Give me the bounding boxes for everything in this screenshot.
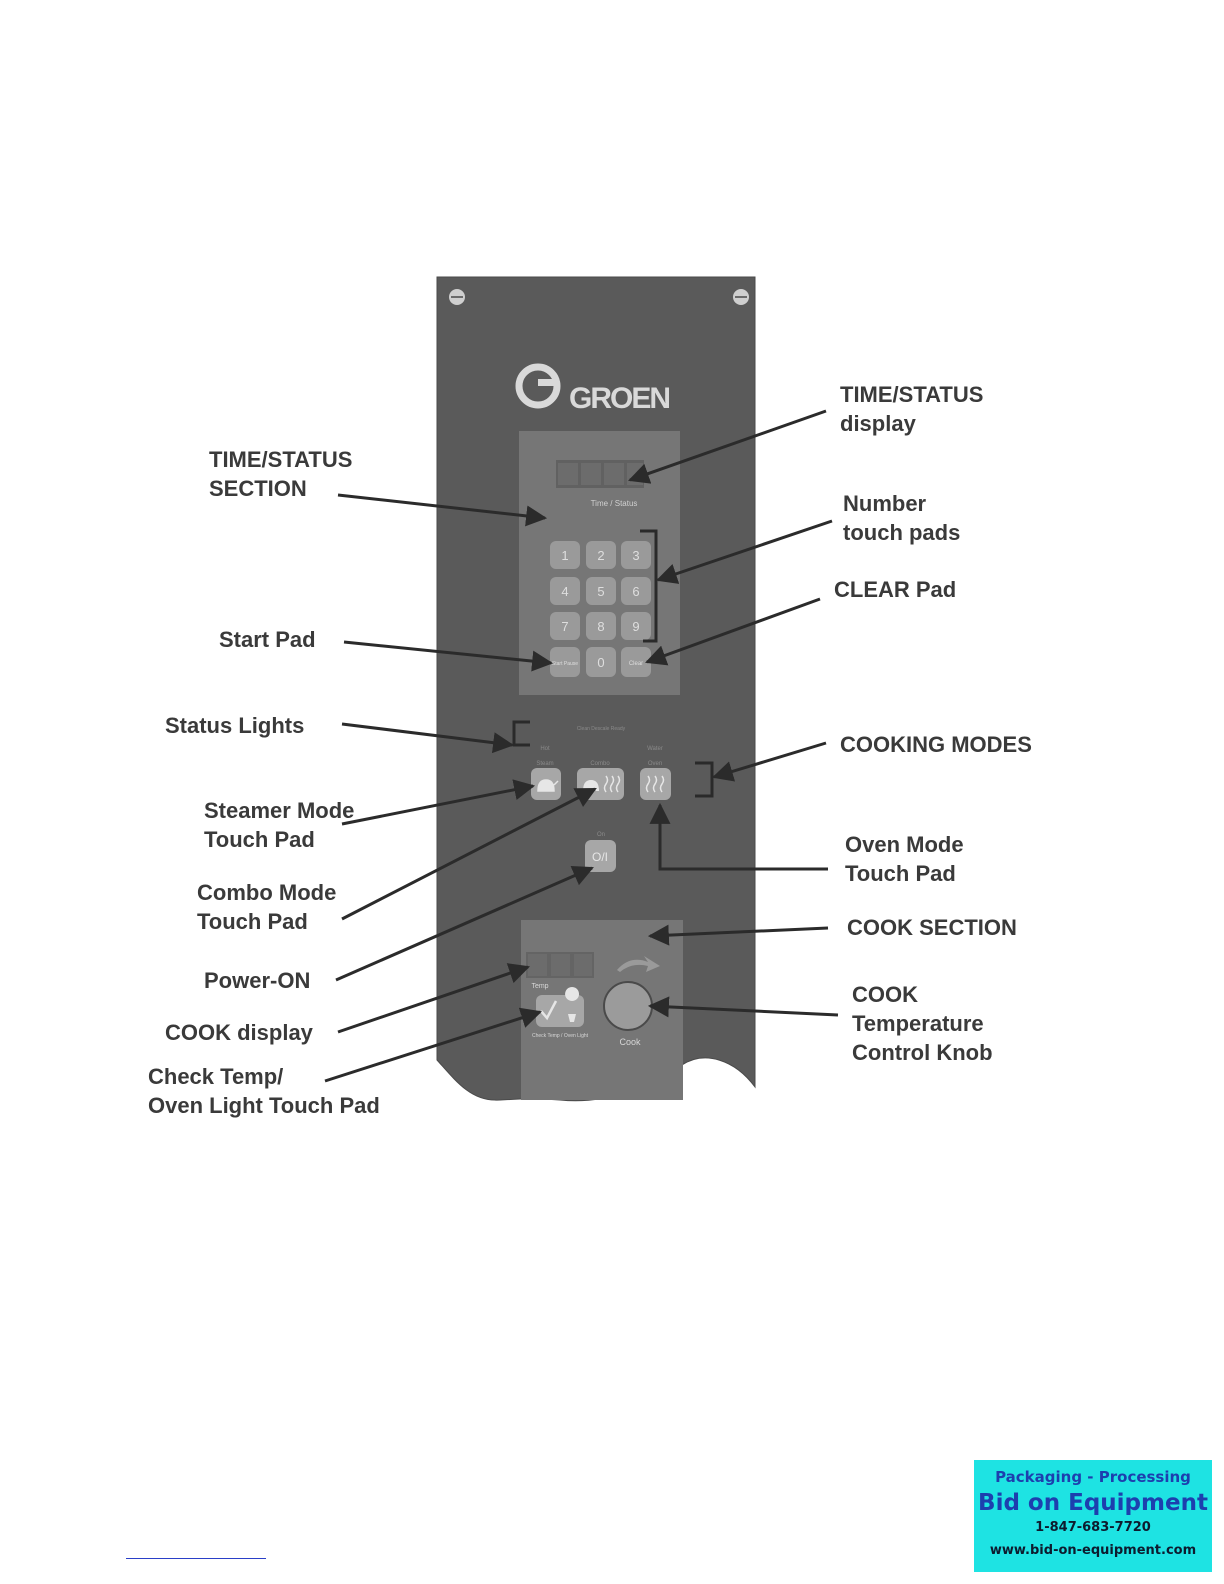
arrow-number-pads bbox=[656, 519, 833, 584]
keypad-6[interactable]: 6 bbox=[621, 577, 651, 605]
callout-number-touch-pads: Number touch pads bbox=[843, 491, 961, 545]
callout-steamer-mode: Steamer Mode Touch Pad bbox=[204, 798, 355, 852]
svg-text:1: 1 bbox=[561, 548, 568, 563]
screw-icon bbox=[733, 289, 749, 305]
callout-status-lights: Status Lights bbox=[165, 713, 305, 738]
svg-text:6: 6 bbox=[632, 584, 639, 599]
cook-display bbox=[526, 952, 594, 978]
callout-oven-mode: Oven Mode Touch Pad bbox=[845, 832, 964, 886]
keypad-1[interactable]: 1 bbox=[550, 541, 580, 569]
steamer-mode-touch-pad[interactable] bbox=[531, 768, 561, 800]
svg-text:3: 3 bbox=[632, 548, 639, 563]
svg-text:8: 8 bbox=[597, 619, 604, 634]
start-pad[interactable]: Start Pause bbox=[550, 647, 580, 677]
power-label: On bbox=[597, 832, 605, 838]
mode-label-oven: Oven bbox=[648, 761, 662, 767]
oven-mode-touch-pad[interactable] bbox=[640, 768, 671, 800]
clear-pad[interactable]: Clear bbox=[621, 647, 651, 677]
brand-name: GROEN bbox=[569, 382, 669, 415]
callout-cook-display: COOK display bbox=[165, 1020, 313, 1045]
keypad-4[interactable]: 4 bbox=[550, 577, 580, 605]
arrow-clear-pad bbox=[645, 597, 821, 666]
checkmark-icon bbox=[540, 1000, 558, 1021]
arrow-status-lights bbox=[341, 722, 515, 754]
callout-clear-pad: CLEAR Pad bbox=[834, 577, 957, 602]
arrow-cook-display bbox=[337, 963, 530, 1034]
groen-logo-icon: GROEN bbox=[515, 363, 671, 415]
power-on-button[interactable]: O/I bbox=[585, 840, 616, 872]
arrow-start-pad bbox=[343, 640, 554, 672]
keypad-5[interactable]: 5 bbox=[586, 577, 616, 605]
temp-label: Temp bbox=[531, 983, 548, 990]
light-bulb-icon bbox=[565, 987, 580, 1022]
callout-cook-knob: COOK Temperature Control Knob bbox=[852, 982, 993, 1065]
mode-label-steam: Steam bbox=[536, 761, 553, 767]
rotate-arrow-icon bbox=[617, 956, 660, 972]
svg-text:5: 5 bbox=[597, 584, 604, 599]
arrow-steamer-mode bbox=[341, 779, 536, 826]
status-light-hot: Hot bbox=[540, 746, 550, 752]
footer-link-underline bbox=[126, 1558, 266, 1559]
arrow-time-status-display bbox=[628, 409, 827, 484]
keypad-3[interactable]: 3 bbox=[621, 541, 651, 569]
svg-text:0: 0 bbox=[597, 655, 604, 670]
callout-power-on: Power-ON bbox=[204, 968, 311, 993]
callout-check-temp: Check Temp/ Oven Light Touch Pad bbox=[148, 1064, 380, 1118]
callout-cook-section: COOK SECTION bbox=[847, 915, 1017, 940]
cook-temperature-control-knob[interactable] bbox=[603, 981, 653, 1031]
callout-cooking-modes: COOKING MODES bbox=[840, 732, 1032, 757]
arrow-check-temp bbox=[324, 1007, 542, 1083]
svg-text:Clear: Clear bbox=[629, 661, 643, 667]
svg-text:4: 4 bbox=[561, 584, 568, 599]
kettle-icon bbox=[537, 779, 559, 792]
number-touch-pads[interactable]: 1 2 3 4 5 6 7 8 9 Start Pause 0 Clear bbox=[550, 541, 651, 677]
svg-text:9: 9 bbox=[632, 619, 639, 634]
arrow-power-on bbox=[335, 865, 594, 982]
svg-text:Start Pause: Start Pause bbox=[552, 661, 578, 667]
arrow-cook-section bbox=[647, 924, 829, 946]
status-light-water: Water bbox=[647, 746, 663, 752]
heat-waves-icon bbox=[603, 775, 621, 793]
arrow-combo-mode bbox=[341, 787, 597, 921]
callout-time-status-section: TIME/STATUS SECTION bbox=[209, 447, 353, 501]
ad-tagline: Packaging - Processing bbox=[995, 1468, 1191, 1486]
keypad-9[interactable]: 9 bbox=[621, 612, 651, 640]
svg-text:2: 2 bbox=[597, 548, 604, 563]
ad-phone: 1-847-683-7720 bbox=[1035, 1520, 1151, 1535]
callout-start-pad: Start Pad bbox=[219, 627, 316, 652]
check-temp-oven-light-pad[interactable] bbox=[536, 987, 584, 1027]
status-light-clean: Clean Descale Ready bbox=[577, 726, 626, 732]
check-label: Check Temp / Oven Light bbox=[532, 1033, 589, 1039]
svg-text:7: 7 bbox=[561, 619, 568, 634]
arrow-time-status-section bbox=[337, 493, 548, 527]
callout-time-status-display: TIME/STATUS display bbox=[840, 382, 984, 436]
screw-icon bbox=[449, 289, 465, 305]
keypad-8[interactable]: 8 bbox=[586, 612, 616, 640]
arrow-cook-knob bbox=[647, 996, 839, 1018]
keypad-2[interactable]: 2 bbox=[586, 541, 616, 569]
mode-label-combo: Combo bbox=[590, 761, 610, 767]
cook-label: Cook bbox=[619, 1037, 641, 1047]
arrow-oven-mode bbox=[649, 802, 828, 871]
callout-combo-mode: Combo Mode Touch Pad bbox=[197, 880, 337, 934]
ad-brand: Bid on Equipment bbox=[978, 1490, 1208, 1516]
bid-on-equipment-ad[interactable]: Packaging - Processing Bid on Equipment … bbox=[974, 1460, 1212, 1572]
keypad-0[interactable]: 0 bbox=[586, 647, 616, 677]
heat-waves-icon bbox=[645, 775, 665, 793]
ad-website-link[interactable]: www.bid-on-equipment.com bbox=[989, 1543, 1197, 1558]
keypad-7[interactable]: 7 bbox=[550, 612, 580, 640]
arrow-cooking-modes bbox=[711, 741, 827, 782]
time-status-label: Time / Status bbox=[591, 499, 638, 508]
power-icon: O/I bbox=[592, 850, 608, 864]
